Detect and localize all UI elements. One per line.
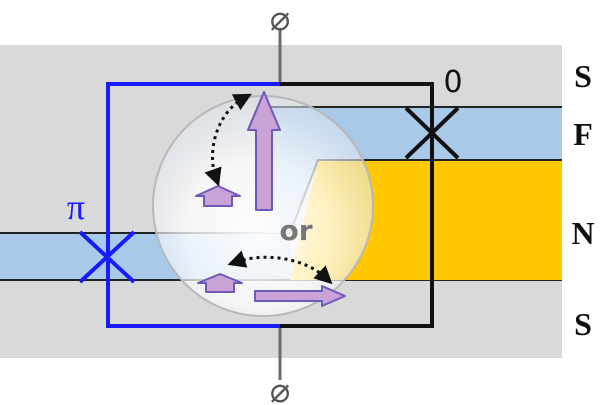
pi-loop xyxy=(106,82,280,328)
or-label: or xyxy=(279,214,312,247)
magnetization-arrow-right-long-icon xyxy=(254,285,346,307)
phase-symbol-bottom: ⌀ xyxy=(270,371,290,405)
phase-symbol-top: ⌀ xyxy=(270,0,290,39)
layer-label-n: N xyxy=(571,215,594,251)
pi-junction-cross-icon xyxy=(78,230,136,284)
zero-junction-cross-icon xyxy=(404,106,460,160)
pi-label: π xyxy=(67,187,85,227)
zero-loop xyxy=(280,82,434,328)
layer-label-s-bottom: S xyxy=(574,306,592,342)
layer-label-f: F xyxy=(573,116,593,152)
layer-label-s-top: S xyxy=(574,58,592,94)
magnetization-arrow-small-upper-icon xyxy=(195,185,241,207)
zero-label: 0 xyxy=(443,65,462,100)
rotation-arrow-lower-icon xyxy=(227,250,333,285)
rotation-arrow-upper-icon xyxy=(204,93,252,187)
